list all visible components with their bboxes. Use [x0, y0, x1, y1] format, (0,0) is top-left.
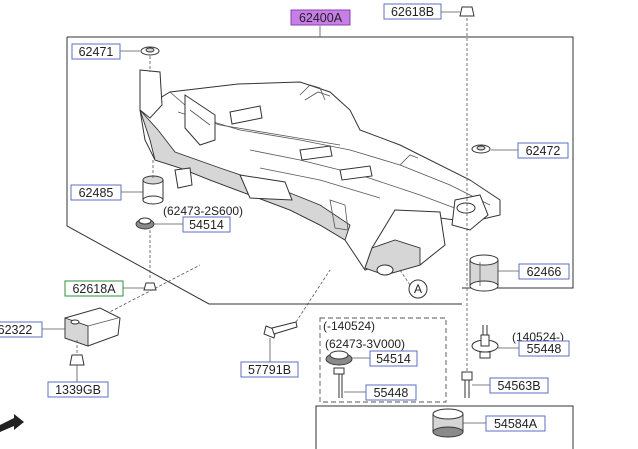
cap-right-part: [471, 144, 491, 154]
view-marker-a: A: [408, 279, 428, 299]
subframe-crossmember: [139, 69, 501, 276]
svg-text:54584A: 54584A: [494, 417, 538, 431]
svg-text:1339GB: 1339GB: [55, 383, 101, 397]
assembly-frame-left: [66, 37, 462, 305]
label-bracket[interactable]: 62322: [0, 321, 43, 338]
label-nut-small[interactable]: 1339GB: [47, 381, 109, 398]
svg-text:62485: 62485: [79, 186, 114, 200]
label-insulator-bottom[interactable]: 54584A: [485, 415, 546, 432]
label-main-assembly[interactable]: 62400A: [290, 9, 351, 26]
label-bolt-right[interactable]: 55448: [518, 340, 570, 357]
front-arrow-icon: [0, 414, 24, 432]
svg-text:62618B: 62618B: [391, 5, 434, 19]
svg-text:62322: 62322: [0, 323, 32, 337]
label-nut-top[interactable]: 62618B: [383, 3, 442, 20]
leader-view-a: [399, 269, 411, 286]
label-bushing-right[interactable]: 62466: [518, 263, 570, 280]
bushing-left-part: [142, 175, 164, 205]
label-cap-left[interactable]: 62471: [71, 43, 121, 60]
svg-text:62400A: 62400A: [299, 11, 343, 25]
bushing-right-part: [469, 254, 499, 292]
bolt-right-part: [471, 325, 499, 359]
svg-text:54514: 54514: [376, 352, 411, 366]
svg-text:62472: 62472: [526, 144, 561, 158]
bracket-part: [64, 307, 121, 347]
insulator-box: [315, 405, 574, 449]
axis-bolt-center: [295, 269, 331, 323]
variant-box-before: [319, 317, 447, 403]
bolt-center-part: [263, 321, 298, 339]
svg-text:54563B: 54563B: [497, 379, 540, 393]
label-stopper-inner[interactable]: 54514: [369, 350, 418, 367]
insulator-bottom-part: [432, 408, 464, 438]
svg-text:A: A: [414, 282, 422, 296]
caption-variant-left: (62473-2S600): [163, 204, 243, 218]
svg-text:62466: 62466: [527, 265, 562, 279]
svg-text:54514: 54514: [189, 218, 224, 232]
svg-text:55448: 55448: [527, 342, 562, 356]
label-bolt-right-long[interactable]: 54563B: [489, 377, 549, 394]
svg-text:62618A: 62618A: [72, 282, 116, 296]
stopper-inner-part: [325, 350, 353, 366]
label-bushing-left[interactable]: 62485: [70, 184, 122, 201]
stopper-left-part: [135, 217, 155, 230]
label-bolt-inner[interactable]: 55448: [365, 384, 417, 401]
nut-left-part: [143, 282, 157, 291]
cap-left-part: [140, 46, 160, 56]
label-cap-right[interactable]: 62472: [517, 142, 569, 159]
bolt-inner-part: [333, 367, 345, 398]
label-bolt-center[interactable]: 57791B: [240, 361, 299, 378]
nut-small-part: [69, 354, 85, 382]
bolt-right-long-part: [461, 371, 473, 398]
label-nut-left[interactable]: 62618A: [64, 280, 124, 297]
svg-text:62471: 62471: [79, 45, 114, 59]
axis-bracket: [74, 264, 201, 331]
svg-text:55448: 55448: [374, 386, 409, 400]
caption-date-before: (-140524): [323, 319, 375, 333]
label-stopper-left[interactable]: 54514: [182, 216, 231, 233]
nut-top-part: [459, 6, 475, 17]
caption-variant-inner: (62473-3V000): [325, 337, 405, 351]
svg-text:57791B: 57791B: [248, 363, 291, 377]
